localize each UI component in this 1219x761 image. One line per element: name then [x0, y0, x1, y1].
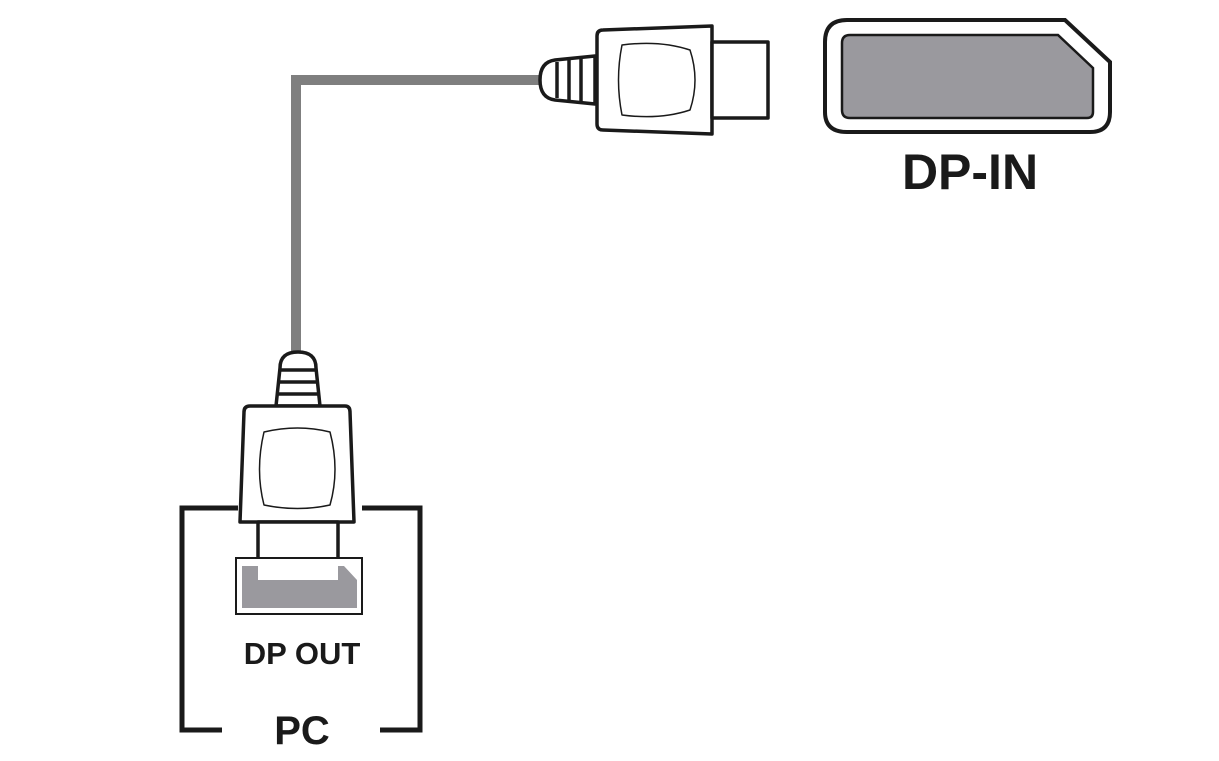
pc-bracket [179, 505, 423, 733]
dp-cable [291, 75, 540, 355]
dp-plug-top [538, 24, 770, 136]
dp-out-label: DP OUT [244, 636, 361, 671]
dp-in-label: DP-IN [902, 144, 1038, 200]
pc-label: PC [274, 709, 330, 753]
dp-in-port [823, 18, 1112, 134]
dp-out-port [235, 557, 363, 615]
dp-plug-bottom [238, 350, 356, 580]
